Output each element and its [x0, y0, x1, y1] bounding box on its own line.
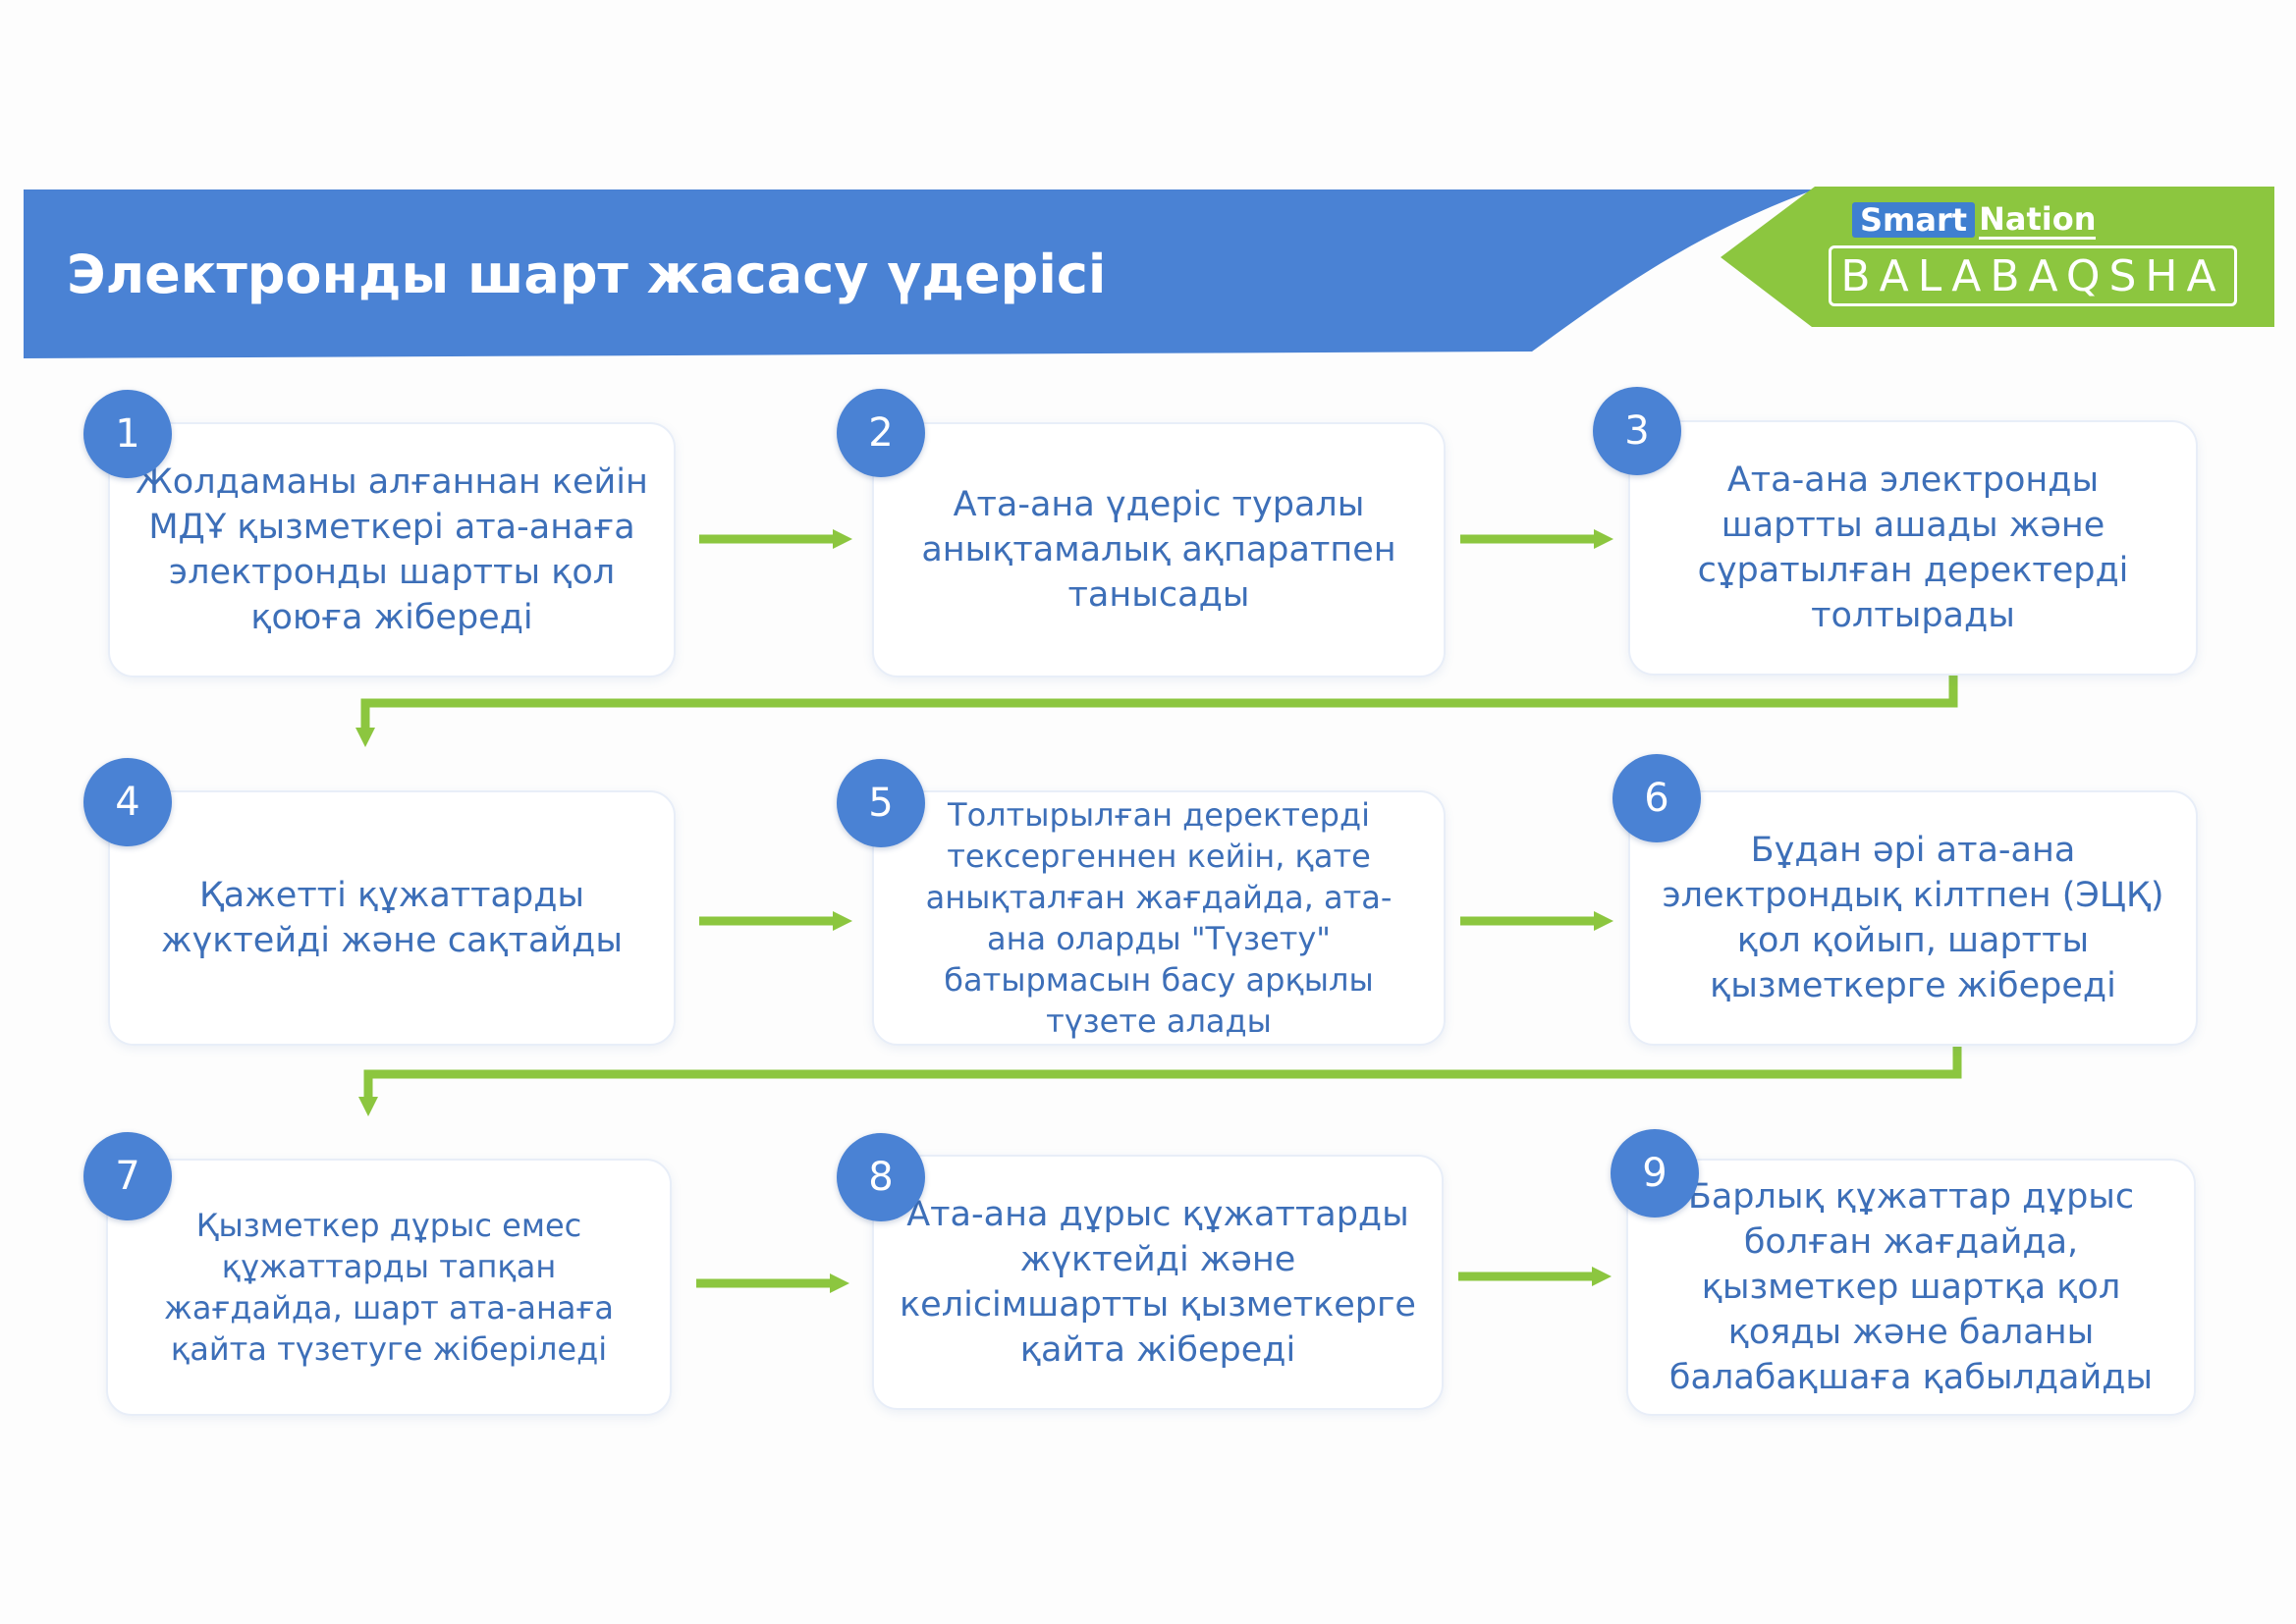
step-card-7: Қызметкер дұрыс емес құжаттарды тапқан ж… [106, 1159, 672, 1416]
logo-smart: Smart [1852, 202, 1976, 238]
step-card-6: Бұдан әрі ата-ана электрондық кілтпен (Э… [1628, 790, 2198, 1046]
step-text: Барлық құжаттар дұрыс болған жағдайда, қ… [1668, 1177, 2154, 1397]
arrowhead-4-5 [833, 911, 852, 931]
step-text: Толтырылған деректерді тексергеннен кейі… [925, 796, 1393, 1040]
logo-nation: Nation [1979, 199, 2097, 240]
smart-nation-balabaqsha-logo: Smart Nation BALABAQSHA [1829, 199, 2241, 308]
arrowhead-5-6 [1594, 911, 1613, 931]
step-card-9: Барлық құжаттар дұрыс болған жағдайда, қ… [1626, 1159, 2196, 1416]
step-card-8: Ата-ана дұрыс құжаттарды жүктейді және к… [872, 1155, 1444, 1410]
banner-blue-shape [24, 189, 1815, 358]
step-card-2: Ата-ана үдеріс туралы анықтамалық ақпара… [872, 422, 1446, 677]
step-card-5: Толтырылған деректерді тексергеннен кейі… [872, 790, 1446, 1046]
arrowhead-6-7 [358, 1097, 378, 1116]
arrowhead-3-4 [355, 728, 375, 747]
arrowhead-1-2 [833, 529, 852, 549]
arrowhead-7-8 [830, 1273, 849, 1293]
connector-3-4 [360, 676, 1958, 731]
step-number-badge: 1 [83, 390, 172, 478]
step-text: Ата-ана дұрыс құжаттарды жүктейді және к… [900, 1195, 1416, 1370]
step-number-badge: 9 [1611, 1129, 1699, 1218]
step-card-1: Жолдаманы алғаннан кейін МДҰ қызметкері … [108, 422, 676, 677]
step-number-badge: 2 [837, 389, 925, 477]
step-number-badge: 7 [83, 1132, 172, 1220]
logo-top-line: Smart Nation [1852, 199, 2097, 240]
logo-name: BALABAQSHA [1840, 250, 2225, 301]
step-number-badge: 3 [1593, 387, 1681, 475]
connector-6-7 [363, 1047, 1962, 1101]
step-number-badge: 6 [1613, 754, 1701, 842]
step-card-3: Ата-ана электронды шартты ашады және сұр… [1628, 420, 2198, 676]
logo-name-box: BALABAQSHA [1829, 245, 2237, 306]
step-text: Қажетті құжаттарды жүктейді және сақтайд… [161, 876, 623, 960]
header-banner: Электронды шарт жасасу үдерісі Smart Nat… [0, 0, 2296, 393]
step-text: Бұдан әрі ата-ана электрондық кілтпен (Э… [1662, 831, 2164, 1005]
step-text: Ата-ана үдеріс туралы анықтамалық ақпара… [921, 485, 1396, 615]
step-text: Ата-ана электронды шартты ашады және сұр… [1697, 460, 2129, 635]
page-title: Электронды шарт жасасу үдерісі [67, 244, 1107, 305]
arrowhead-8-9 [1592, 1267, 1612, 1286]
step-text: Қызметкер дұрыс емес құжаттарды тапқан ж… [164, 1207, 614, 1368]
step-number-badge: 4 [83, 758, 172, 846]
step-text: Жолдаманы алғаннан кейін МДҰ қызметкері … [136, 462, 648, 637]
step-number-badge: 5 [837, 759, 925, 847]
step-number-badge: 8 [837, 1133, 925, 1221]
arrowhead-2-3 [1594, 529, 1613, 549]
step-card-4: Қажетті құжаттарды жүктейді және сақтайд… [108, 790, 676, 1046]
